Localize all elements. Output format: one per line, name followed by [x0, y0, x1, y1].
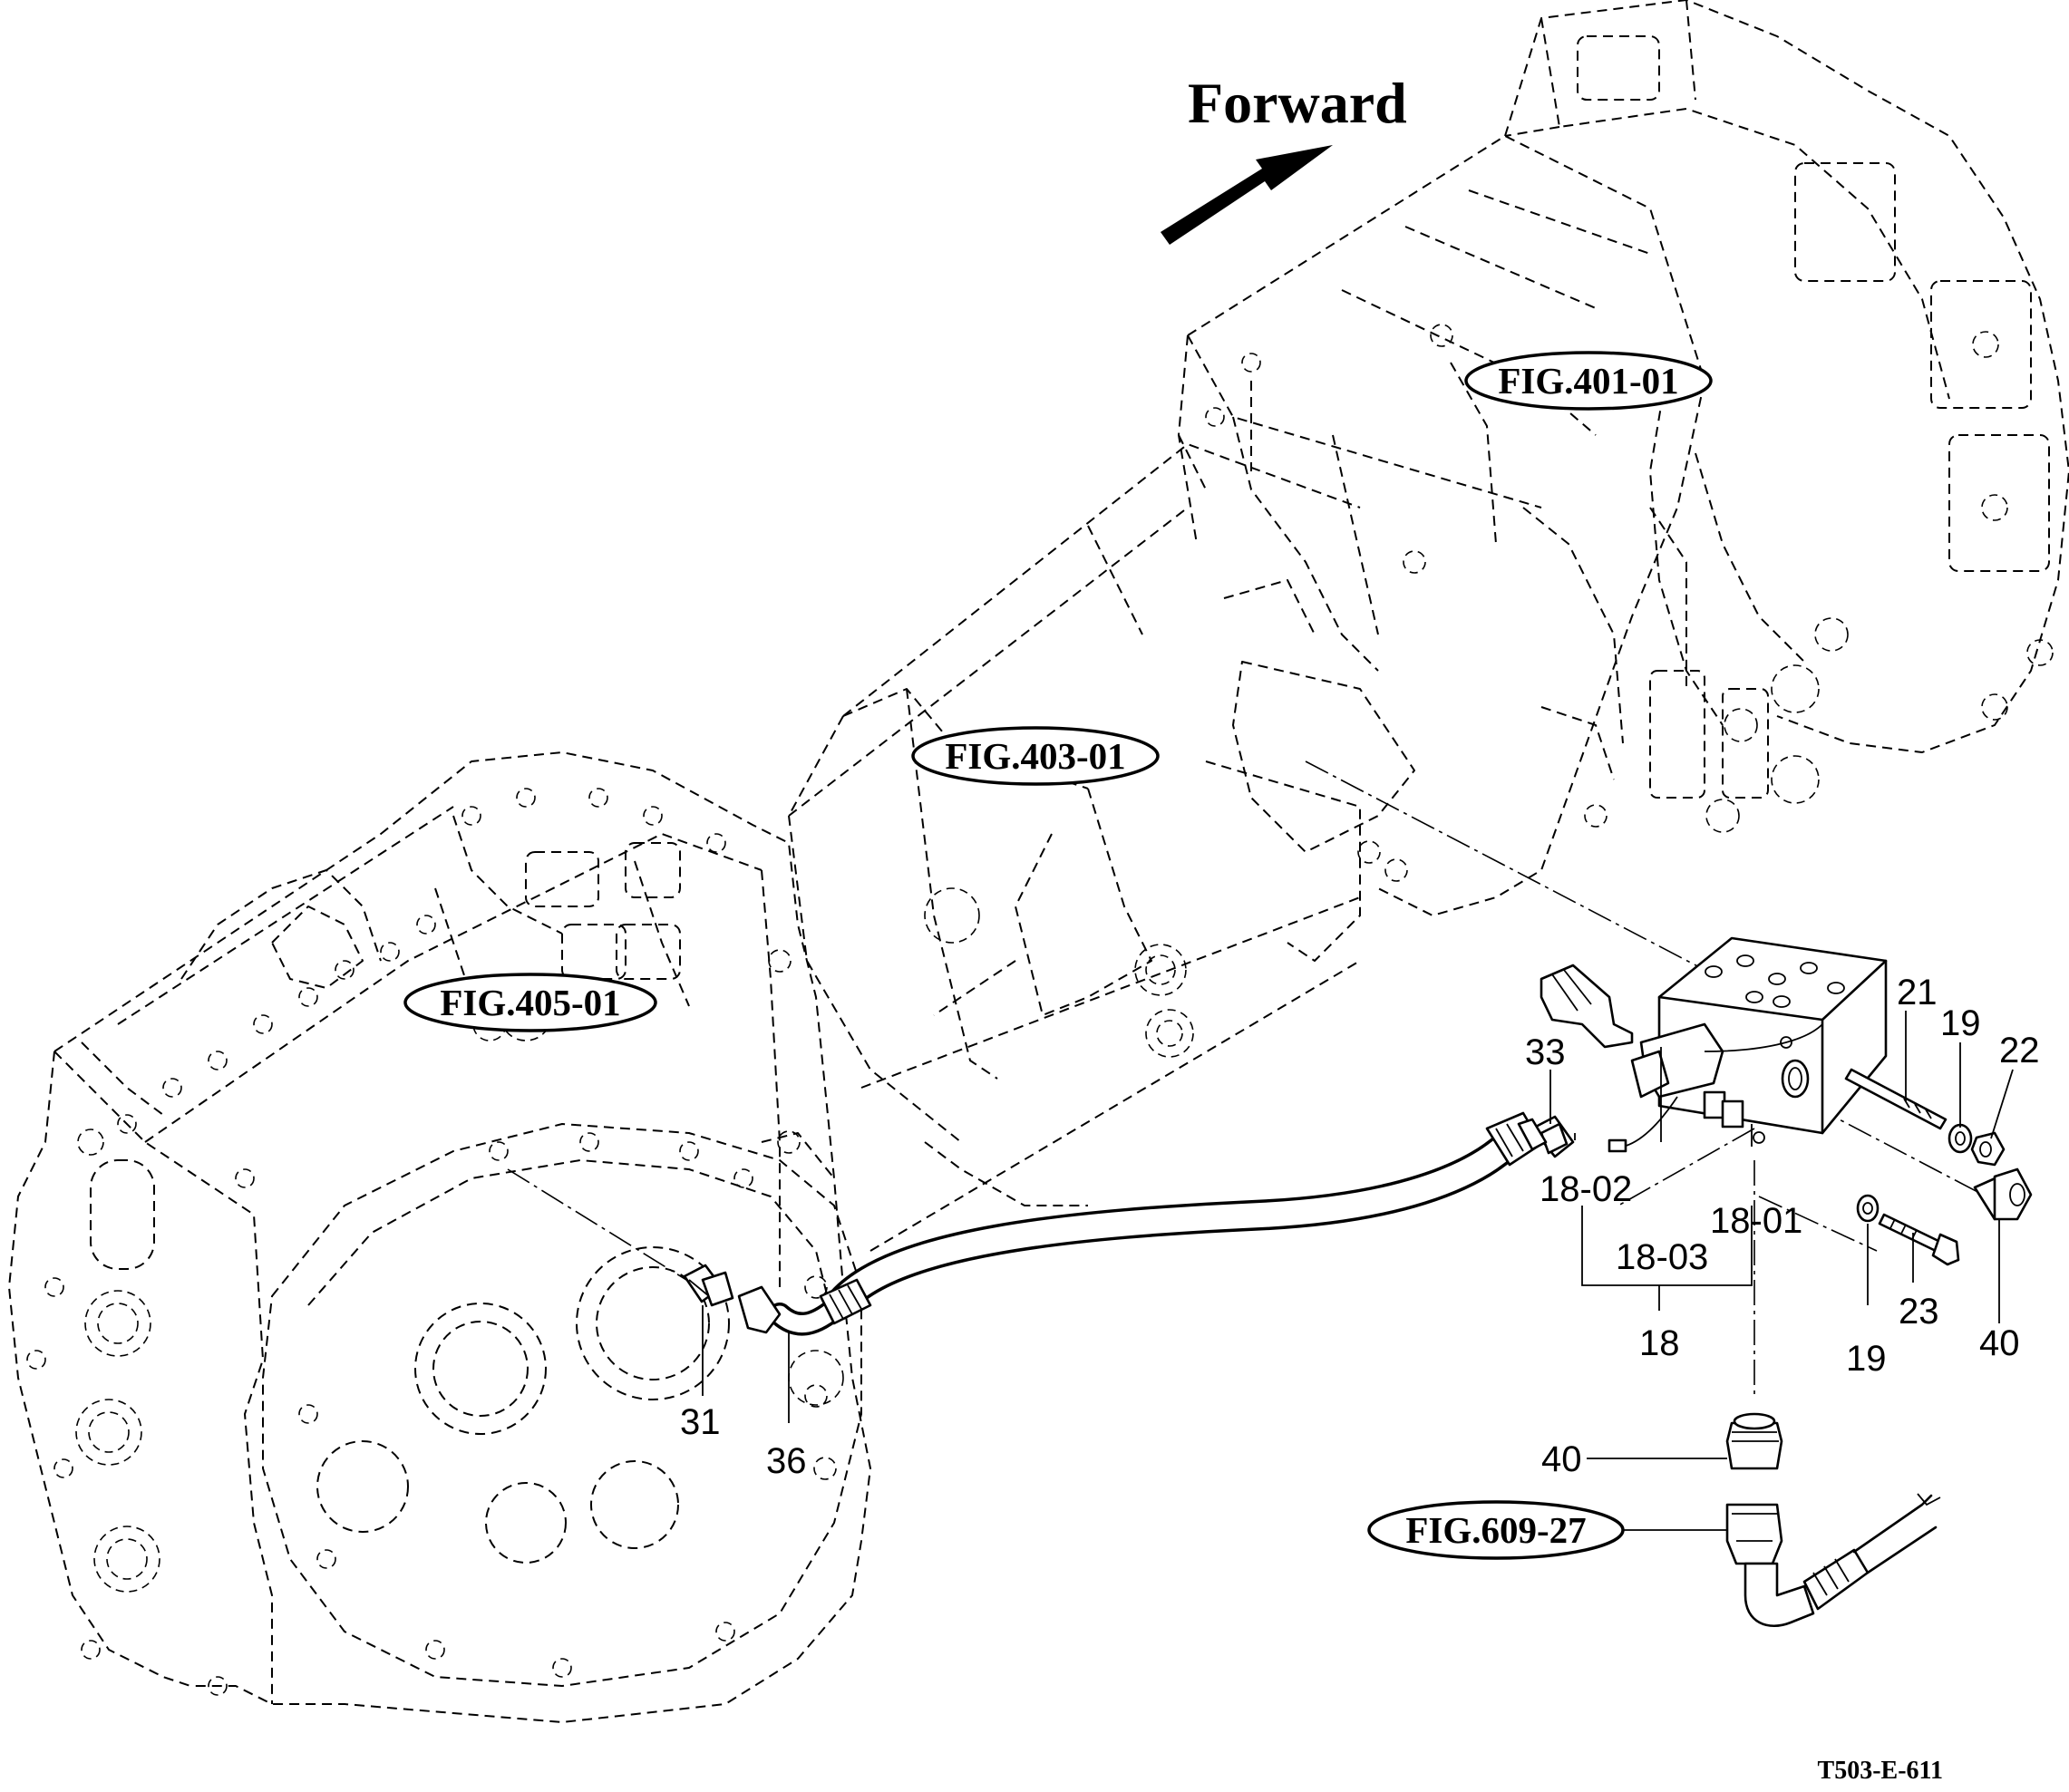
- part-callouts: 21 19 22 33 18-02 18-01 18-03 18 23 19 4…: [680, 973, 2040, 1481]
- fig-ref-609-label: FIG.609-27: [1405, 1509, 1586, 1551]
- fig-ref-403-label: FIG.403-01: [945, 735, 1125, 777]
- callout-22: 22: [1999, 1031, 2040, 1070]
- fig-ref-401-label: FIG.401-01: [1498, 360, 1678, 402]
- callout-40-right: 40: [1979, 1323, 2020, 1363]
- callout-23: 23: [1899, 1292, 1939, 1332]
- callout-18: 18: [1639, 1323, 1680, 1363]
- callout-19-bottom: 19: [1846, 1339, 1887, 1379]
- elbow-hose-fitting: [1725, 1493, 1941, 1627]
- callout-33: 33: [1525, 1032, 1566, 1072]
- bolt-21[interactable]: [1844, 1068, 1948, 1130]
- rear-cover-outline: [262, 1123, 862, 1687]
- adapter-40-bottom[interactable]: [1725, 1412, 1783, 1470]
- forward-label: Forward: [1188, 71, 1407, 135]
- callout-36: 36: [766, 1441, 807, 1481]
- washer-19-bottom[interactable]: [1856, 1194, 1880, 1223]
- callout-31: 31: [680, 1402, 721, 1442]
- fig-ref-405[interactable]: FIG.405-01: [403, 973, 657, 1032]
- mid-housing-outline: [1178, 135, 1769, 916]
- callout-18-03: 18-03: [1616, 1237, 1708, 1277]
- fig-ref-609[interactable]: FIG.609-27: [1367, 1500, 1625, 1560]
- callout-19-top: 19: [1940, 1003, 1981, 1043]
- washer-19-top[interactable]: [1948, 1123, 1973, 1154]
- nut-22[interactable]: [1970, 1131, 2006, 1167]
- drawing-code: T503-E-611: [1818, 1757, 1943, 1785]
- front-housing-outline: [1504, 0, 2069, 833]
- leader-lines: [702, 1011, 2014, 1531]
- callout-18-02: 18-02: [1540, 1169, 1632, 1209]
- adapter-31[interactable]: [683, 1264, 734, 1307]
- hose-36[interactable]: [737, 1111, 1548, 1336]
- valve-block-assembly[interactable]: [1522, 936, 1888, 1158]
- main-tube-outline: [788, 443, 1415, 1252]
- callout-21: 21: [1897, 973, 1938, 1012]
- valve-block: [1657, 936, 1888, 1144]
- callout-40-bottom: 40: [1541, 1439, 1582, 1479]
- adapter-40-right[interactable]: [1973, 1167, 2033, 1221]
- forward-arrow-icon: [1161, 145, 1333, 245]
- callout-18-01: 18-01: [1710, 1201, 1802, 1241]
- union-fitting-33: [1522, 1115, 1575, 1158]
- bolt-23[interactable]: [1878, 1213, 1960, 1266]
- fig-ref-405-label: FIG.405-01: [440, 982, 620, 1023]
- rear-housing-outline: [8, 751, 871, 1723]
- forward-direction-indicator: Forward: [1161, 71, 1407, 245]
- fig-ref-401[interactable]: FIG.401-01: [1464, 351, 1713, 411]
- fig-ref-403[interactable]: FIG.403-01: [911, 726, 1160, 786]
